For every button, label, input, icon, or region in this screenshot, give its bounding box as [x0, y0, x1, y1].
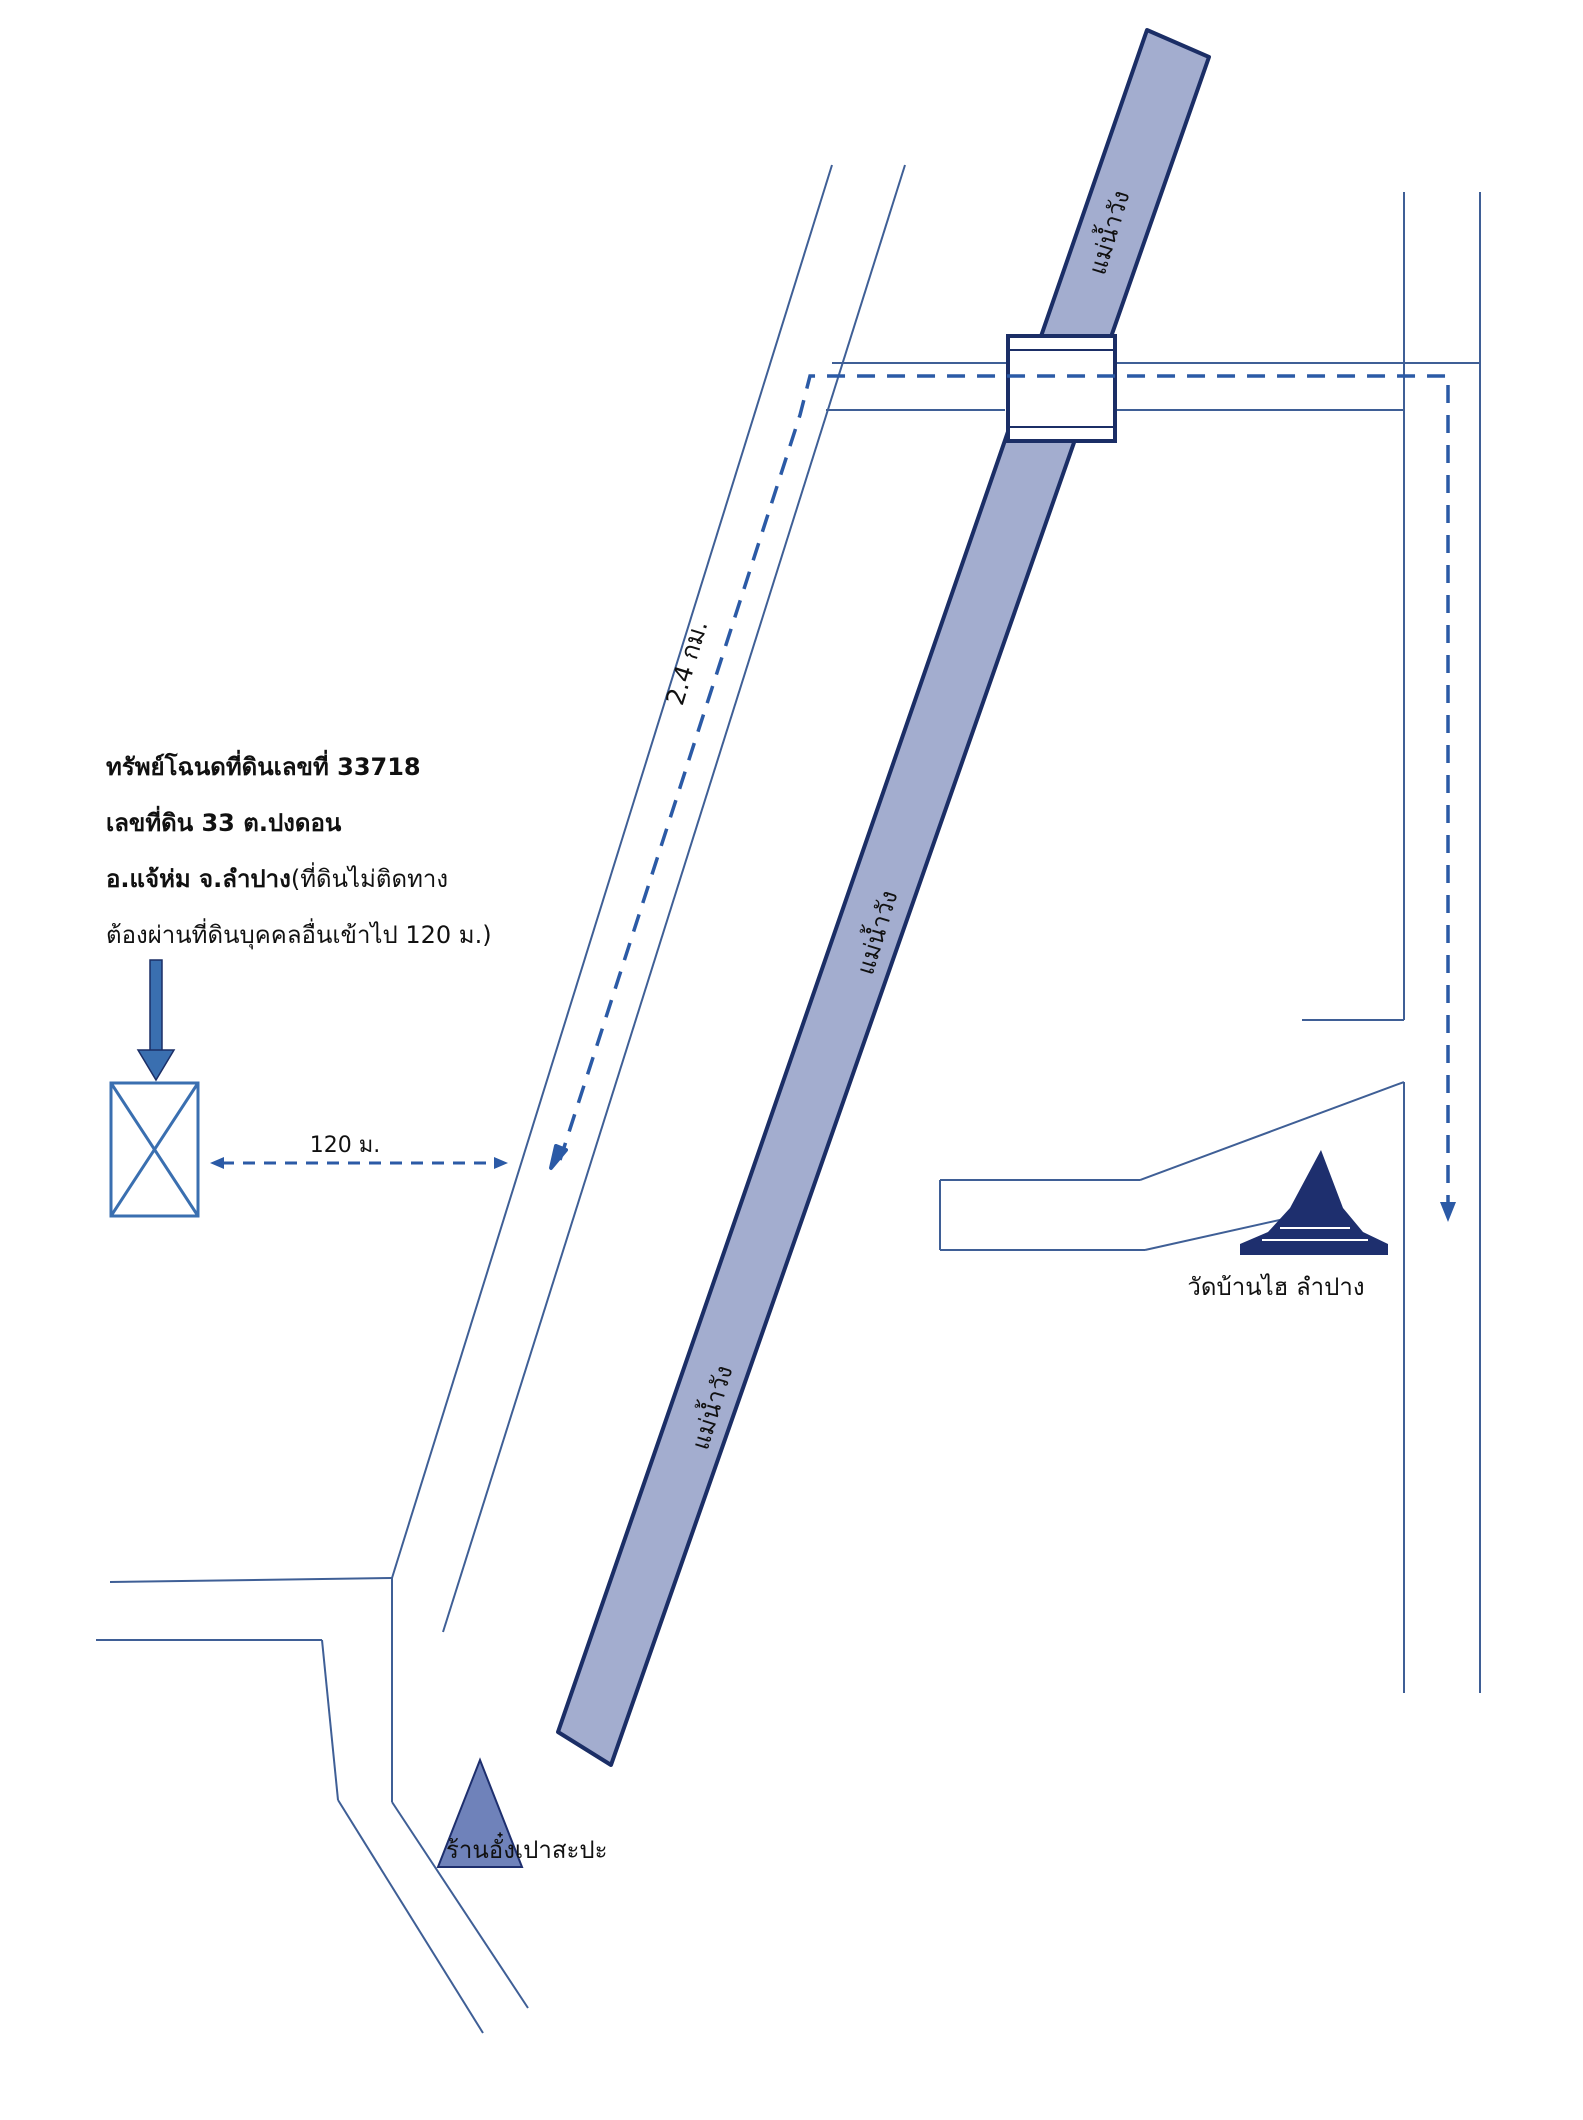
wang-river: [556, 28, 1211, 1767]
access-distance-label: 120 ม.: [310, 1133, 380, 1158]
branch-road-south-west: [96, 1577, 529, 2034]
bridge: [1006, 334, 1117, 443]
main-road: [391, 164, 906, 1633]
route-distance-label: 2.4 กม.: [660, 617, 713, 709]
property-access-note-start: (ที่ดินไม่ติดทาง: [291, 862, 448, 893]
property-parcel-line: เลขที่ดิน 33 ต.ปงดอน: [106, 805, 342, 837]
temple-label: วัดบ้านไฮ ลำปาง: [1187, 1273, 1364, 1301]
property-description: ทรัพย์โฉนดที่ดินเลขที่ 33718 เลขที่ดิน 3…: [106, 749, 492, 950]
shop-label: ร้านอั๋งเปาสะปะ: [446, 1832, 607, 1864]
property-district: อ.แจ้ห่ม จ.ลำปาง: [106, 865, 291, 893]
cross-road: [826, 362, 1480, 411]
temple-icon: [1240, 1150, 1388, 1255]
access-distance-arrow: [210, 1157, 508, 1169]
property-access-note: ต้องผ่านที่ดินบุคคลอื่นเข้าไป 120 ม.): [106, 918, 492, 950]
down-arrow-icon: [136, 959, 176, 1082]
east-road: [1302, 192, 1481, 1693]
property-plot-marker: [109, 1081, 200, 1218]
route-dashed: [549, 374, 1456, 1222]
property-district-line: อ.แจ้ห่ม จ.ลำปาง(ที่ดินไม่ติดทาง: [106, 862, 448, 893]
temple-lane: [939, 1081, 1405, 1251]
property-title-line: ทรัพย์โฉนดที่ดินเลขที่ 33718: [106, 749, 421, 781]
shop-marker-icon: [436, 1757, 524, 1868]
